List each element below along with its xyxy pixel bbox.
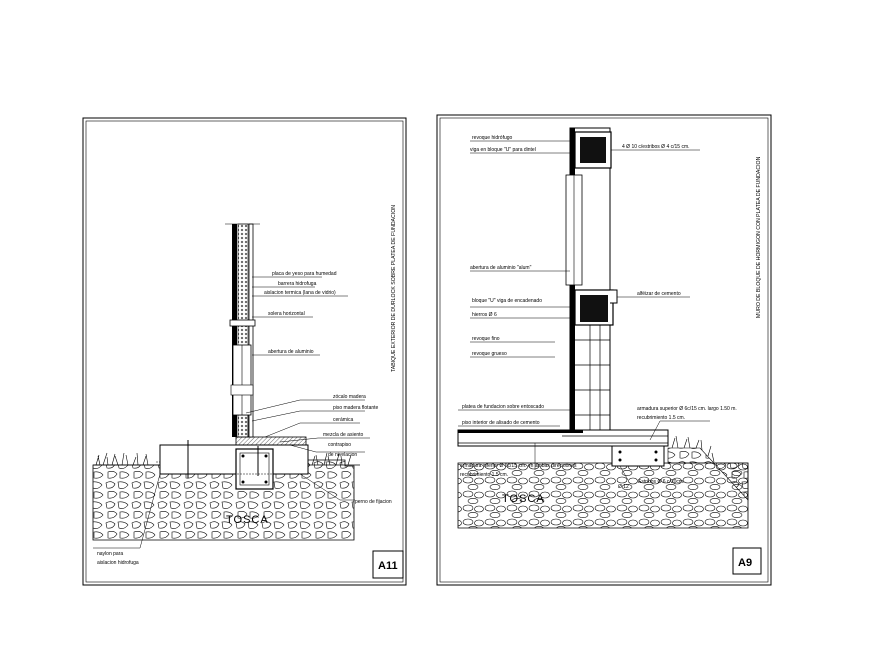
label-placa: placa de yeso para humedad	[272, 271, 337, 277]
label-contrapiso: contrapiso	[328, 442, 351, 448]
label-viga: viga en bloque "U" para dintel	[470, 147, 536, 153]
label-arm-sup-2: recubrimiento 1.5 cm.	[637, 415, 685, 421]
label-piso-interior: piso interior de alisado de cemento	[462, 420, 540, 426]
label-d12: Ø 12	[618, 484, 629, 490]
right-tag: A9	[738, 557, 752, 569]
left-foundation-slab	[159, 444, 309, 475]
label-hierros: hierros Ø 6	[472, 312, 497, 318]
left-sheet-vertical-title: TABIQUE EXTERIOR DE DURLOCK SOBRE PLATEA…	[391, 205, 397, 372]
label-alfeizar: alféizar de cemento	[637, 291, 681, 297]
left-sheet: TABIQUE EXTERIOR DE DURLOCK SOBRE PLATEA…	[82, 117, 407, 586]
label-abertura: abertura de aluminio	[268, 349, 314, 355]
left-grass	[95, 452, 352, 466]
left-rebar	[241, 454, 268, 484]
label-revoque-fino: revoque fino	[472, 336, 500, 342]
label-zocalo: zócalo madera	[333, 394, 366, 400]
label-aislacion: aislacion termica (lana de vidrio)	[264, 290, 336, 296]
label-platea: platea de fundacion sobre entoscado	[462, 404, 544, 410]
right-grass	[671, 435, 715, 463]
left-soil-label: TOSCA	[226, 514, 269, 526]
right-edge-beam-bars	[618, 450, 658, 462]
label-nivelacion: de nivelacion	[328, 452, 357, 458]
label-nylon-1: naylon para	[97, 551, 123, 557]
right-leaders	[458, 140, 710, 481]
label-perno: perno de fijacion	[355, 499, 392, 505]
right-soil-slope	[667, 447, 749, 501]
label-mezcla: mezcla de asiento	[323, 432, 364, 438]
right-block-wall	[565, 127, 618, 431]
label-revoque-grueso: revoque grueso	[472, 351, 507, 357]
left-sheet-frame	[82, 117, 407, 586]
right-tag-box	[732, 547, 762, 575]
label-solera: solera horizontal	[268, 311, 305, 317]
right-sheet-vertical-title: MURO DE BLOQUE DE HORMIGON CON PLATEA DE…	[756, 156, 762, 318]
right-sill	[610, 289, 618, 304]
right-edge-beam	[611, 445, 665, 467]
right-soil-label: TOSCA	[502, 493, 545, 505]
label-arm-inf-1: armadura inferior Ø 6c/15 cm. en ambas d…	[460, 463, 577, 469]
label-estribos: Estribos Ø 6 c/20cm.	[638, 479, 684, 485]
right-labels: revoque hidrófugo viga en bloque "U" par…	[460, 135, 737, 490]
left-stirrup	[239, 452, 270, 486]
label-armadura-dintel: 4 Ø 10 c/estribos Ø 4 c/15 cm.	[622, 144, 690, 150]
left-drywall	[225, 223, 260, 438]
label-nylon-2: aislacion hidrofuga	[97, 560, 139, 566]
label-abertura-right: abertura de aluminio "alum"	[470, 265, 532, 271]
right-sheet-inner-frame	[439, 117, 769, 583]
label-piso: piso madera flotante	[333, 405, 379, 411]
label-bloque: bloque "U" viga de encadenado	[472, 298, 542, 304]
label-arm-inf-2: recubrimiento 1.5 cm.	[460, 472, 508, 478]
left-floor-layers	[235, 436, 307, 446]
label-barrera: barrera hidrofuga	[278, 281, 317, 287]
label-revoque-hidrofugo: revoque hidrófugo	[472, 135, 513, 141]
right-sheet-frame	[436, 114, 772, 586]
right-floor-finish	[458, 430, 583, 433]
left-leaders	[93, 276, 370, 549]
left-labels: placa de yeso para humedad barrera hidro…	[97, 271, 392, 566]
left-sheet-inner-frame	[85, 120, 404, 583]
label-arm-sup-1: armadura superior Ø 6c/15 cm. largo 1.50…	[637, 406, 737, 412]
right-sheet: MURO DE BLOQUE DE HORMIGON CON PLATEA DE…	[436, 114, 772, 586]
left-footing-beam	[235, 448, 274, 490]
left-tag-box	[372, 550, 404, 579]
left-tag: A11	[378, 560, 398, 572]
label-ceramica: cerámica	[333, 417, 354, 423]
